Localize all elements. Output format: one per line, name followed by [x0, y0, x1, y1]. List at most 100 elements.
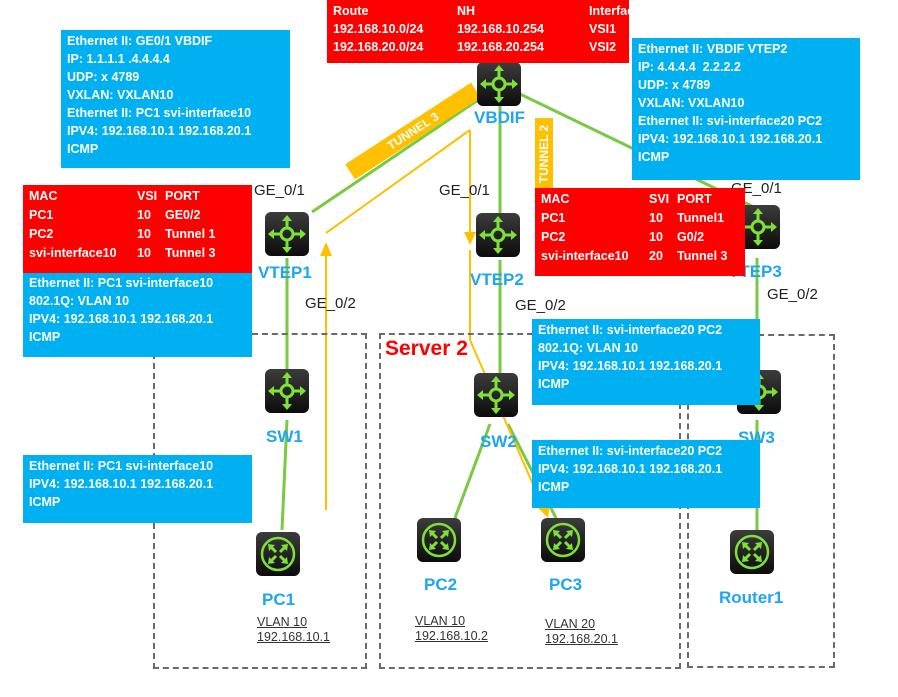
pc2-vlan: VLAN 10 — [415, 614, 466, 628]
route-cell: 192.168.20.0/24 — [333, 40, 424, 54]
packet-line: IP: 4.4.4.4 2.2.2.2 — [638, 60, 741, 74]
mac-header: MAC — [541, 192, 570, 206]
packet-line: IPV4: 192.168.10.1 192.168.20.1 — [638, 132, 823, 146]
router-icon — [545, 522, 581, 558]
packet-line: Ethernet II: GE0/1 VBDIF — [67, 34, 213, 48]
sw1-label: SW1 — [266, 427, 303, 446]
mac-table-vtep2: MAC SVI PORT PC1 10 Tunnel1 PC2 10 G0/2 … — [535, 188, 745, 276]
mac-cell: PC2 — [29, 227, 54, 241]
switch-icon — [268, 372, 306, 410]
sw2-label: SW2 — [480, 432, 517, 451]
vtep1-label: VTEP1 — [258, 263, 312, 282]
vtep3-port-down: GE_0/2 — [767, 286, 818, 303]
port-cell: GE0/2 — [165, 208, 201, 222]
route-table: Route NH Interface 192.168.10.0/24 192.1… — [327, 0, 641, 63]
pc3-vlan: VLAN 20 — [545, 617, 596, 631]
mac-table-vtep1: MAC VSI PORT PC1 10 GE0/2 PC2 10 Tunnel … — [23, 185, 252, 273]
interface-cell: VSI2 — [589, 40, 617, 54]
switch-icon — [477, 376, 515, 414]
server-2-label: Server 2 — [385, 337, 468, 360]
vtep1-port-up: GE_0/1 — [254, 182, 305, 199]
packet-line: ICMP — [638, 150, 670, 164]
tunnel-2-label: TUNNEL 2 — [535, 118, 553, 190]
arrowhead-down — [464, 232, 476, 245]
link-vbdif-vtep1 — [311, 98, 479, 214]
packet-line: Ethernet II: PC1 svi-interface10 — [29, 276, 214, 290]
packet-line: ICMP — [67, 142, 99, 156]
packet-line: IPV4: 192.168.10.1 192.168.20.1 — [29, 477, 214, 491]
pc2-info: VLAN 10 192.168.10.2 — [415, 614, 488, 644]
link-sw2-pc2 — [453, 423, 492, 519]
interface-header: Interface — [589, 4, 642, 18]
arrowhead-up — [320, 242, 332, 256]
vsi-cell: 10 — [137, 208, 151, 222]
pc2-label: PC2 — [424, 575, 458, 594]
vbdif-device[interactable] — [477, 62, 521, 106]
pc3-label: PC3 — [549, 575, 583, 594]
packet-line: IPV4: 192.168.10.1 192.168.20.1 — [67, 124, 252, 138]
packet-line: IPV4: 192.168.10.1 192.168.20.1 — [538, 359, 723, 373]
port-header: PORT — [165, 189, 200, 203]
pc1-ip: 192.168.10.1 — [257, 630, 330, 644]
packet-line: 802.1Q: VLAN 10 — [29, 294, 130, 308]
port-cell: Tunnel 1 — [165, 227, 216, 241]
packet-line: Ethernet II: VBDIF VTEP2 — [638, 42, 788, 56]
pc3-device[interactable] — [541, 518, 585, 562]
packet-vtep1-ingress: Ethernet II: PC1 svi-interface10 802.1Q:… — [23, 272, 252, 357]
packet-tunnel3-encap: Ethernet II: GE0/1 VBDIF IP: 1.1.1.1 .4.… — [61, 30, 290, 168]
packet-line: IP: 1.1.1.1 .4.4.4.4 — [67, 52, 170, 66]
tunnel-2-text: TUNNEL 2 — [537, 124, 551, 184]
vsi-header: VSI — [137, 189, 158, 203]
packet-line: Ethernet II: PC1 svi-interface10 — [67, 106, 252, 120]
packet-vtep2-egress: Ethernet II: svi-interface20 PC2 802.1Q:… — [532, 319, 760, 405]
nh-cell: 192.168.10.254 — [457, 22, 544, 36]
packet-line: Ethernet II: svi-interface20 PC2 — [638, 114, 823, 128]
packet-line: ICMP — [29, 330, 61, 344]
pc2-ip: 192.168.10.2 — [415, 629, 488, 643]
mac-cell: PC2 — [541, 230, 566, 244]
vtep2-port-up: GE_0/1 — [439, 182, 490, 199]
link-sw1-pc1 — [280, 419, 289, 531]
interface-cell: VSI1 — [589, 22, 617, 36]
packet-line: IPV4: 192.168.10.1 192.168.20.1 — [29, 312, 214, 326]
vtep2-port-down: GE_0/2 — [515, 297, 566, 314]
svi-cell: 10 — [649, 211, 663, 225]
router1-device[interactable] — [730, 530, 774, 574]
pc3-info: VLAN 20 192.168.20.1 — [545, 617, 618, 647]
nh-header: NH — [457, 4, 476, 18]
route-header: Route — [333, 4, 369, 18]
mac-header: MAC — [29, 189, 58, 203]
flow-vtep1-vbdif — [325, 129, 471, 234]
pc1-info: VLAN 10 192.168.10.1 — [257, 615, 330, 645]
vbdif-label: VBDIF — [474, 108, 525, 127]
router-icon — [260, 536, 296, 572]
port-cell: Tunnel1 — [677, 211, 724, 225]
port-cell: Tunnel 3 — [165, 246, 216, 260]
port-cell: G0/2 — [677, 230, 705, 244]
pc1-device[interactable] — [256, 532, 300, 576]
vtep1-port-down: GE_0/2 — [305, 295, 356, 312]
vsi-cell: 10 — [137, 246, 151, 260]
switch-icon — [480, 65, 518, 103]
switch-icon — [268, 215, 306, 253]
mac-cell: svi-interface10 — [541, 249, 629, 263]
pc2-device[interactable] — [417, 518, 461, 562]
packet-line: ICMP — [538, 377, 570, 391]
vtep1-device[interactable] — [265, 212, 309, 256]
packet-line: 802.1Q: VLAN 10 — [538, 341, 639, 355]
svi-header: SVI — [649, 192, 670, 206]
packet-line: IPV4: 192.168.10.1 192.168.20.1 — [538, 462, 723, 476]
packet-sw2-egress: Ethernet II: svi-interface20 PC2 IPV4: 1… — [532, 440, 760, 508]
packet-line: VXLAN: VXLAN10 — [67, 88, 174, 102]
sw2-device[interactable] — [474, 373, 518, 417]
mac-cell: svi-interface10 — [29, 246, 117, 260]
svi-cell: 20 — [649, 249, 663, 263]
nh-cell: 192.168.20.254 — [457, 40, 544, 54]
packet-line: Ethernet II: svi-interface20 PC2 — [538, 323, 723, 337]
sw1-device[interactable] — [265, 369, 309, 413]
packet-line: ICMP — [538, 480, 570, 494]
vtep2-device[interactable] — [476, 213, 520, 257]
svi-cell: 10 — [649, 230, 663, 244]
mac-cell: PC1 — [541, 211, 566, 225]
route-cell: 192.168.10.0/24 — [333, 22, 424, 36]
